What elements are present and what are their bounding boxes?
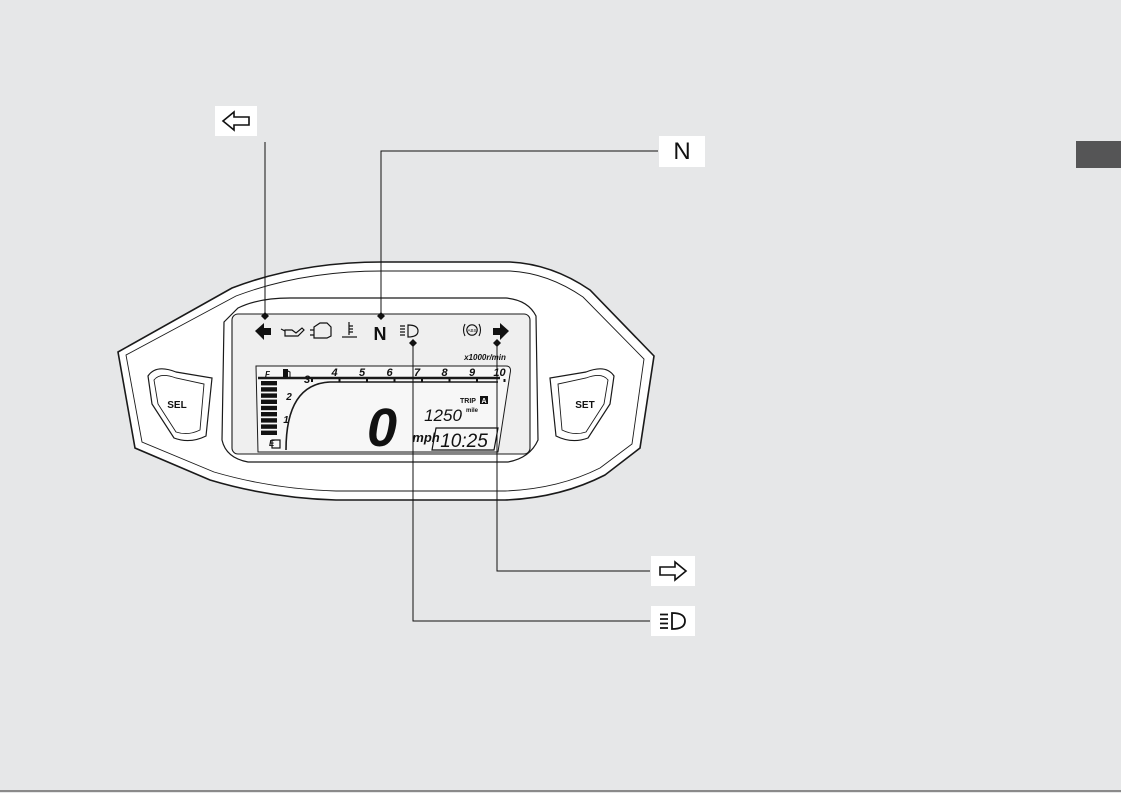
neutral-indicator: N xyxy=(374,324,387,344)
trip-unit: mile xyxy=(466,408,479,414)
high-beam-outline-icon xyxy=(657,610,689,632)
set-button-label[interactable]: SET xyxy=(575,400,594,411)
fuel-bar-segment xyxy=(261,412,277,416)
fuel-bar-segment xyxy=(261,431,277,435)
right-turn-indicator-callout xyxy=(651,556,695,586)
page-bottom-rule xyxy=(0,790,1121,792)
svg-text:ABS: ABS xyxy=(467,328,476,333)
tach-tick-mark xyxy=(421,379,423,382)
neutral-callout-label: N xyxy=(673,140,690,164)
fuel-bar-segment xyxy=(261,418,277,422)
tach-tick-mark xyxy=(311,379,313,382)
right-arrow-outline-icon xyxy=(657,560,689,582)
tach-tick-label: 8 xyxy=(441,367,448,379)
fuel-bar-segment xyxy=(261,393,277,397)
tach-tick-mark xyxy=(394,379,396,382)
tach-tick-label: 5 xyxy=(359,367,366,379)
fuel-bar-segment xyxy=(261,400,277,404)
chapter-tab xyxy=(1076,141,1121,168)
high-beam-indicator-callout xyxy=(651,606,695,636)
tach-tick-label: 4 xyxy=(330,367,337,379)
fuel-bar-segment xyxy=(261,424,277,428)
left-arrow-outline-icon xyxy=(220,110,252,132)
trip-mode: A xyxy=(481,398,486,405)
tach-tick-label: 3 xyxy=(304,374,310,386)
tach-tick-mark xyxy=(449,379,451,382)
tach-unit-label: x1000r/min xyxy=(463,353,506,362)
neutral-indicator-callout: N xyxy=(659,136,705,167)
tach-tick-mark xyxy=(476,379,478,382)
tach-tick-label: 7 xyxy=(414,367,421,379)
fuel-bar-segment xyxy=(261,381,277,385)
fuel-gauge-bars xyxy=(261,381,277,435)
tach-tick-label: 6 xyxy=(386,367,393,379)
sel-button-label[interactable]: SEL xyxy=(167,400,186,411)
tach-tick-mark xyxy=(366,379,368,382)
left-turn-indicator-callout xyxy=(215,106,257,136)
tach-low-tick-label: 2 xyxy=(285,392,292,403)
fuel-bar-segment xyxy=(261,406,277,410)
trip-value: 1250 xyxy=(424,406,462,425)
clock-value: 10:25 xyxy=(440,431,488,452)
tach-tick-label: 9 xyxy=(469,367,476,379)
tach-tick-mark xyxy=(504,379,506,382)
tach-low-tick-label: 1 xyxy=(283,415,289,426)
tach-tick-mark xyxy=(339,379,341,382)
fuel-bar-segment xyxy=(261,387,277,391)
speed-value: 0 xyxy=(367,398,397,458)
trip-label: TRIP xyxy=(460,398,476,405)
tach-tick-label: 10 xyxy=(493,367,506,379)
